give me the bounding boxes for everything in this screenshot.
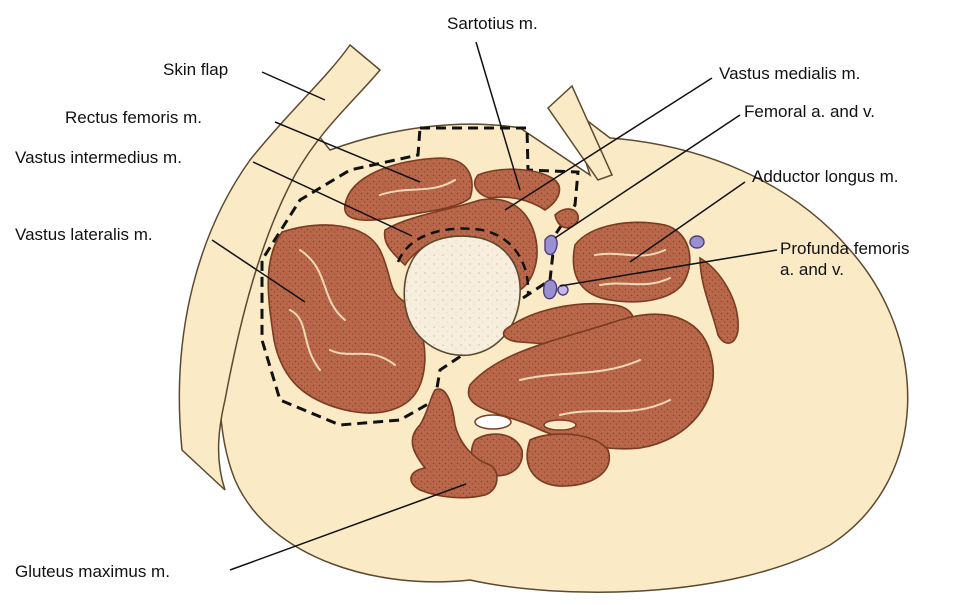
adductor-longus-muscle <box>573 222 689 301</box>
sciatic-nerve <box>544 420 576 430</box>
label-adductor-longus: Adductor longus m. <box>752 167 898 187</box>
biceps-femoris-muscle <box>527 434 609 486</box>
vein-empty <box>475 415 511 429</box>
label-vastus-medialis: Vastus medialis m. <box>719 64 860 84</box>
label-vastus-intermedius: Vastus intermedius m. <box>15 148 182 168</box>
label-femoral: Femoral a. and v. <box>744 102 875 122</box>
profunda-vessel-small-icon <box>558 285 568 295</box>
label-profunda-line1: Profunda femoris <box>780 239 909 259</box>
label-profunda-line2: a. and v. <box>780 260 844 280</box>
profunda-vessel-icon <box>544 280 557 299</box>
femur-bone <box>404 236 520 355</box>
label-skin-flap: Skin flap <box>163 60 228 80</box>
gracilis-vessel-icon <box>690 236 704 248</box>
label-sartorius: Sartotius m. <box>447 14 538 34</box>
label-rectus-femoris: Rectus femoris m. <box>65 108 202 128</box>
label-gluteus-maximus: Gluteus maximus m. <box>15 562 170 582</box>
label-vastus-lateralis: Vastus lateralis m. <box>15 225 153 245</box>
